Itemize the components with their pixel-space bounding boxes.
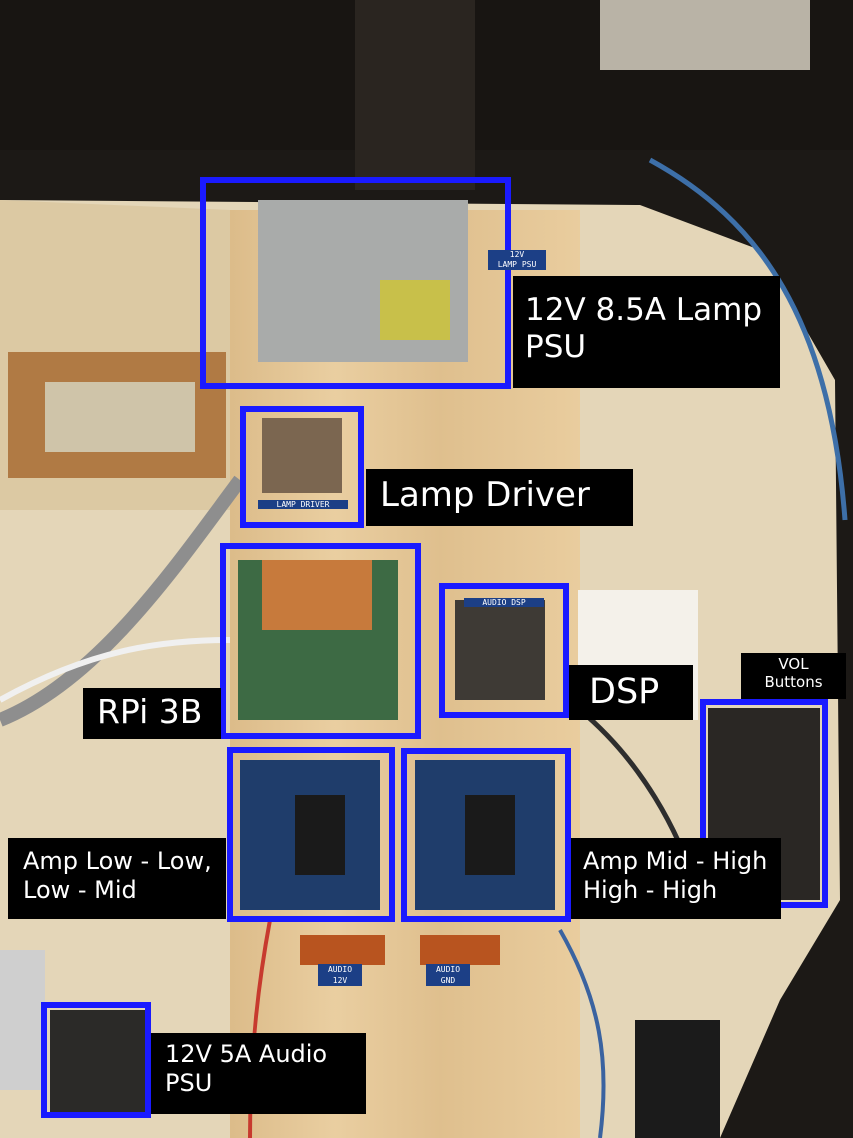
audio-12v-tag: AUDIO 12V <box>318 964 362 987</box>
vol-buttons-label: VOL Buttons <box>741 653 846 699</box>
lamp-driver-highlight <box>240 406 364 528</box>
rpi-label: RPi 3B <box>83 688 221 739</box>
audio-psu-label: 12V 5A Audio PSU <box>151 1033 366 1114</box>
audio-cable <box>558 929 606 1138</box>
dsp-device <box>455 600 545 700</box>
lamp-driver-label: Lamp Driver <box>366 469 633 526</box>
dsp-highlight <box>439 583 569 718</box>
audio-gnd-tag: AUDIO GND <box>426 964 470 987</box>
audio-psu-device <box>50 1010 145 1115</box>
lamp-driver-tag: LAMP DRIVER <box>258 500 348 509</box>
blue-cable-bundle <box>648 157 848 521</box>
metal-bracket <box>600 0 810 70</box>
cable-clip <box>635 1020 720 1138</box>
lamp-driver-device <box>262 418 342 493</box>
amp-low-highlight <box>227 747 395 922</box>
plug-strip <box>0 950 45 1090</box>
rpi-hat <box>262 560 372 630</box>
cork-pad-insert <box>45 382 195 452</box>
lamp-psu-highlight <box>200 177 511 389</box>
lamp-psu-capacitor <box>380 280 450 340</box>
amp-low-heatsink <box>295 795 345 875</box>
dsp-tag: AUDIO DSP <box>464 598 544 607</box>
white-cable <box>0 637 231 703</box>
amp-low-label: Amp Low - Low, Low - Mid <box>8 838 226 919</box>
lamp-psu-label: 12V 8.5A Lamp PSU <box>513 276 780 388</box>
amp-mid-highlight <box>401 748 571 922</box>
grey-cable <box>0 475 246 727</box>
audio-psu-highlight <box>41 1002 151 1118</box>
amp-mid-heatsink <box>465 795 515 875</box>
rpi-highlight <box>220 543 421 739</box>
center-beam <box>355 0 475 190</box>
dsp-label: DSP <box>569 665 693 720</box>
amp-mid-label: Amp Mid - High High - High <box>571 838 781 919</box>
audio-gnd-terminal <box>420 935 500 965</box>
lamp-psu-tag: 12V LAMP PSU <box>488 250 546 270</box>
audio-12v-terminal <box>300 935 385 965</box>
